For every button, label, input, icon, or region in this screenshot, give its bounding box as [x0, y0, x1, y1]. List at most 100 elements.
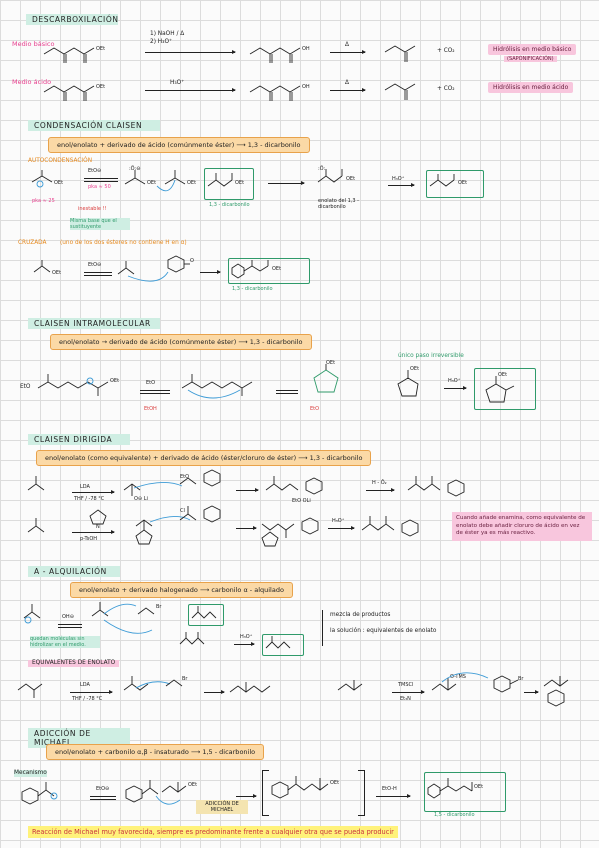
- section-title-directed: CLAISEN DIRIGIDA: [28, 434, 130, 445]
- svg-text:OH: OH: [302, 84, 310, 90]
- svg-text:OEt: OEt: [235, 180, 244, 186]
- reaction-arrow: [204, 690, 225, 694]
- benzoate-ester-molecule: O: [167, 255, 194, 273]
- reaction-arrow: [72, 530, 115, 534]
- delta-label: Δ: [345, 42, 349, 48]
- product-label: 1,5 - dicarbonilo: [434, 812, 475, 818]
- svg-text:OEt: OEt: [410, 366, 419, 372]
- svg-text:O-TMS: O-TMS: [450, 674, 466, 680]
- ester-molecule: OEt: [156, 170, 196, 192]
- aryl-dicarbonyl-molecule: OEt: [231, 260, 281, 279]
- claisen-summary-box: enol/enolato + derivado de ácido (comúnm…: [48, 137, 310, 153]
- ethanol-label: EtO-H: [382, 786, 397, 792]
- tetrahedral-intermediate: EtO OLi: [265, 476, 323, 504]
- ptsoh-label: p-TsOH: [80, 536, 98, 542]
- ketone-molecule: [27, 518, 45, 533]
- benzylated-ketone-molecule: [543, 676, 569, 707]
- svg-text:EtO: EtO: [180, 474, 189, 480]
- enolate-molecule: [117, 261, 169, 282]
- svg-text:Br: Br: [518, 676, 524, 682]
- hydronium-label: H₃O⁺: [332, 518, 345, 524]
- note-basic-hydrolysis: Hidrólisis en medio básico: [488, 44, 577, 55]
- reaction-arrow: [376, 794, 411, 798]
- beta-ketoacid-molecule: OH: [249, 84, 310, 101]
- solution-label: la solución : equivalentes de enolato: [330, 628, 437, 634]
- unhydrolyzed-note: quedan moléculas sin hidrolizar en el me…: [30, 636, 100, 648]
- reaction-arrow: [72, 490, 115, 494]
- section-title-michael: ADICCIÓN DE MICHAEL: [28, 728, 130, 748]
- lithium-enolate-molecule: [123, 676, 171, 691]
- hydroxide-label: OH⊖: [62, 614, 74, 620]
- reaction-arrow: [70, 690, 113, 694]
- plus-co2: + CO₂: [437, 48, 455, 54]
- benzyl-bromide-molecule: Br: [493, 675, 524, 693]
- directed-summary-box: enol/enolato (como equivalente) + deriva…: [36, 450, 372, 466]
- crossed-claisen-title: CRUZADA: [18, 240, 47, 246]
- svg-text:OEt: OEt: [54, 180, 63, 186]
- enolate-diester-molecule: [181, 374, 253, 399]
- mixture-label: mezcla de productos: [330, 612, 391, 618]
- ketone-molecule: [23, 604, 41, 624]
- section-title-intramolecular: CLAISEN INTRAMOLECULAR: [28, 318, 160, 329]
- enolate-dicarbonyl-molecule: :Ö: OEt: [317, 165, 355, 183]
- ethoxide-label: EtO⊖: [96, 786, 110, 792]
- svg-text:OH: OH: [302, 46, 310, 52]
- svg-text:OEt: OEt: [474, 784, 483, 790]
- svg-text:N: N: [96, 524, 100, 530]
- ketone-molecule: [384, 83, 416, 100]
- svg-text:OEt: OEt: [458, 180, 467, 186]
- lda-label: LDA: [80, 682, 90, 688]
- ketone-molecule: [337, 680, 363, 691]
- product-box: [424, 772, 506, 812]
- iminium-intermediate: [261, 517, 319, 547]
- diester-molecule: OEt: [37, 374, 119, 396]
- dicarbonyl-product: OEt: [427, 778, 483, 799]
- reaction-arrow: [236, 526, 257, 530]
- svg-text:OEt: OEt: [187, 180, 196, 186]
- svg-text:EtO OLi: EtO OLi: [292, 498, 311, 504]
- note-saponification: (SAPONIFICACIÓN): [504, 56, 557, 62]
- product-box: [426, 170, 484, 198]
- alkyl-bromide-molecule: Br: [165, 676, 188, 687]
- silyl-enol-ether-molecule: O-TMS: [431, 672, 489, 691]
- svg-text:OEt: OEt: [326, 360, 335, 366]
- svg-text:OEt: OEt: [110, 378, 119, 384]
- enolate-cyclic-molecule: OEt: [397, 366, 419, 397]
- pka-label: pka ≈ 25: [32, 198, 55, 204]
- dicarbonyl-label: 1,3 - dicarbonilo: [209, 202, 250, 208]
- svg-text:Br: Br: [156, 604, 162, 610]
- alkylated-ketone-molecule: [191, 606, 217, 619]
- ethoxide-leaving: EtO: [310, 406, 320, 412]
- alkyl-bromide-molecule: Br: [137, 604, 162, 615]
- dicarbonyl-box: [204, 168, 254, 200]
- autocondensation-title: AUTOCONDENSACIÓN: [28, 158, 93, 164]
- plus-co2: + CO₂: [437, 86, 455, 92]
- ethanol-label: EtOH: [144, 406, 157, 412]
- enolate-dicarbonyl-label: enolato del 1,3 - dicarbonilo: [318, 198, 359, 210]
- dialkylated-ketone-molecule: [179, 632, 205, 645]
- ketone-molecule: [17, 683, 43, 698]
- svg-text::Ö:: :Ö:: [318, 165, 326, 172]
- acetophenone-molecule: [21, 782, 58, 805]
- mechanism-label: Mecanismo: [14, 770, 47, 777]
- unstable-label: inestable !!: [78, 206, 107, 212]
- lithium-enolate-molecule: O⊖ Li: [123, 482, 183, 502]
- svg-text:OEt: OEt: [330, 780, 339, 786]
- michael-enolate-intermediate: OEt: [271, 776, 339, 799]
- reaction-arrow: [444, 386, 467, 390]
- ester-molecule: OEt: [31, 170, 63, 188]
- reaction-arrow: [366, 488, 395, 492]
- section-title-claisen: CONDENSACIÓN CLAISEN: [28, 120, 160, 131]
- aryl-ester-molecule: EtO: [179, 469, 221, 487]
- svg-text::Ö:⊖: :Ö:⊖: [129, 165, 140, 172]
- alkylation-summary-box: enol/enolato + derivado halogenado ⟶ car…: [70, 582, 293, 598]
- michael-footer-note: Reacción de Michael muy favorecida, siem…: [28, 826, 398, 838]
- ketone-molecule: [384, 45, 416, 62]
- reaction-arrow: [236, 794, 257, 798]
- beta-ketoacid-molecule: OH: [249, 46, 310, 63]
- reaction-arrow: [234, 642, 255, 646]
- basic-medium-label: Medio básico: [12, 40, 55, 48]
- product-box: [262, 634, 304, 656]
- aryl-dicarbonyl-product: [361, 516, 419, 537]
- reaction-arrow: [145, 88, 236, 92]
